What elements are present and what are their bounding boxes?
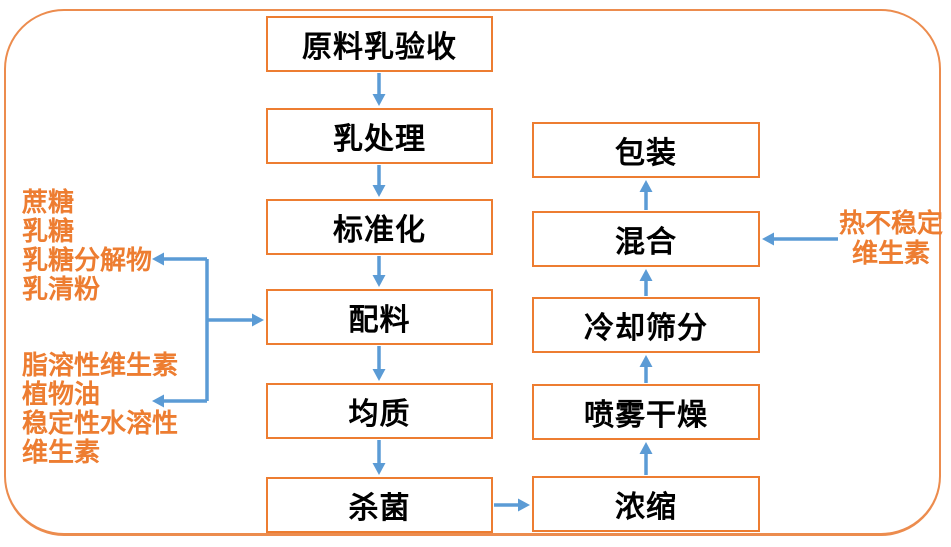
process-box-concentration: 浓缩 bbox=[532, 476, 760, 532]
process-box-milk-treatment: 乳处理 bbox=[266, 108, 493, 164]
process-box-raw-milk-acceptance: 原料乳验收 bbox=[266, 16, 493, 72]
note-line-fat-soluble-vitamins: 脂溶性维生素 bbox=[22, 350, 179, 380]
process-box-sterilization: 杀菌 bbox=[266, 477, 493, 533]
note-line-vegetable-oil: 植物油 bbox=[22, 379, 101, 409]
process-box-homogenization: 均质 bbox=[266, 383, 493, 439]
process-box-spray-drying: 喷雾干燥 bbox=[532, 384, 760, 440]
note-line-vitamins-2: 维生素 bbox=[851, 238, 930, 268]
note-line-sucrose: 蔗糖 bbox=[22, 187, 75, 217]
process-box-mixing: 混合 bbox=[532, 211, 760, 267]
process-box-packaging: 包装 bbox=[532, 122, 760, 178]
note-line-lactose-split: 乳糖分解物 bbox=[22, 245, 153, 275]
process-box-batching: 配料 bbox=[266, 289, 493, 345]
note-line-vitamins: 维生素 bbox=[22, 437, 101, 467]
note-line-whey-powder: 乳清粉 bbox=[22, 274, 101, 304]
process-box-standardization: 标准化 bbox=[266, 199, 493, 255]
sugar-ingredients-note: 蔗糖 乳糖 乳糖分解物 乳清粉 bbox=[22, 188, 152, 304]
heat-unstable-vitamins-note: 热不稳定 维生素 bbox=[836, 208, 946, 268]
oil-vitamin-ingredients-note: 脂溶性维生素 植物油 稳定性水溶性 维生素 bbox=[22, 351, 178, 467]
process-box-cooling-sieving: 冷却筛分 bbox=[532, 297, 760, 353]
note-line-lactose: 乳糖 bbox=[22, 216, 75, 246]
note-line-stable-water-soluble: 稳定性水溶性 bbox=[22, 408, 179, 438]
note-line-heat-unstable: 热不稳定 bbox=[838, 208, 943, 238]
outer-rounded-frame bbox=[4, 9, 941, 536]
